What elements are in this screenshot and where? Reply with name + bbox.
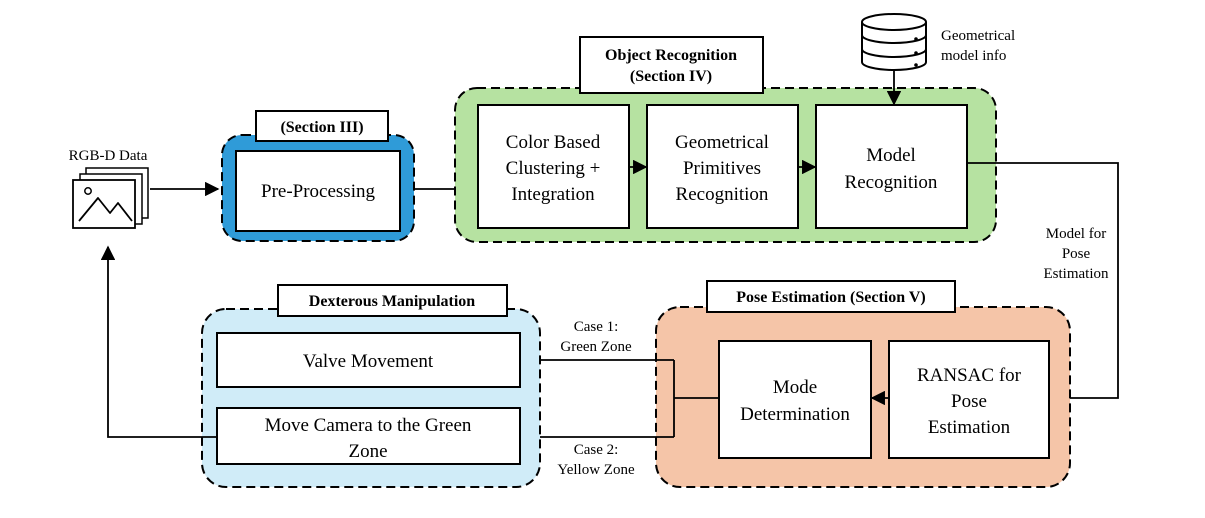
object-recognition-title-box (579, 36, 764, 94)
move-camera-box (216, 407, 521, 465)
pose-estimation-group: RANSAC for Pose Estimation Mode Determin… (655, 280, 1071, 488)
case2-line2: Yellow Zone (557, 462, 635, 478)
move-camera-line2: Zone (348, 441, 387, 462)
mode-line1: Mode (773, 377, 817, 398)
rgbd-label: RGB-D Data (69, 148, 148, 164)
model-for-pose-line2: Pose (1062, 246, 1091, 262)
primitives-line3: Recognition (676, 184, 769, 205)
database-label-line2: model info (941, 48, 1006, 64)
color-clustering-line2: Clustering + (506, 158, 601, 179)
manipulation-title: Dexterous Manipulation (309, 293, 475, 310)
preprocessing-box (235, 150, 401, 232)
pose-estimation-title-box (706, 280, 956, 313)
ransac-line2: Pose (951, 391, 987, 412)
geometric-primitives-box (646, 104, 799, 229)
primitives-line2: Primitives (683, 158, 761, 179)
object-recognition-title: Object Recognition (605, 47, 737, 64)
object-recognition-group: Color Based Clustering + Integration Geo… (454, 36, 997, 243)
primitives-line1: Geometrical (675, 132, 769, 153)
connector-model-to-ransac (967, 162, 1119, 406)
move-camera-line1: Move Camera to the Green (265, 415, 472, 436)
model-for-pose-line1: Model for (1046, 226, 1106, 242)
image-stack-icon (72, 167, 149, 229)
connector-camera-to-input (100, 245, 217, 438)
model-recognition-line1: Model (866, 145, 916, 166)
color-clustering-line3: Integration (511, 184, 595, 205)
case1-line2: Green Zone (560, 339, 632, 355)
mode-determination-box (718, 340, 872, 459)
valve-movement-box (216, 332, 521, 388)
object-recognition-section: (Section IV) (630, 68, 712, 85)
model-for-pose-line3: Estimation (1044, 266, 1109, 282)
rgbd-input: RGB-D Data (69, 148, 149, 229)
section-iii-label: (Section III) (280, 119, 363, 136)
database-label-line1: Geometrical (941, 28, 1015, 44)
ransac-line3: Estimation (928, 417, 1011, 438)
preprocessing-group: Pre-Processing (Section III) (221, 110, 415, 242)
pose-estimation-title: Pose Estimation (Section V) (736, 289, 925, 306)
model-recognition-box (815, 104, 968, 229)
case1-line1: Case 1: (574, 319, 619, 335)
mode-line2: Determination (740, 404, 850, 425)
manipulation-group: Valve Movement Move Camera to the Green … (201, 284, 541, 488)
case2-line1: Case 2: (574, 442, 619, 458)
model-recognition-line2: Recognition (845, 172, 938, 193)
ransac-box (888, 340, 1050, 459)
preprocessing-label: Pre-Processing (261, 181, 375, 202)
ransac-line1: RANSAC for (917, 365, 1022, 386)
color-clustering-box (477, 104, 630, 229)
section-iii-tag (255, 110, 389, 142)
valve-movement-label: Valve Movement (303, 351, 434, 372)
color-clustering-line1: Color Based (506, 132, 601, 153)
database-icon (861, 13, 927, 71)
manipulation-title-box (277, 284, 508, 317)
